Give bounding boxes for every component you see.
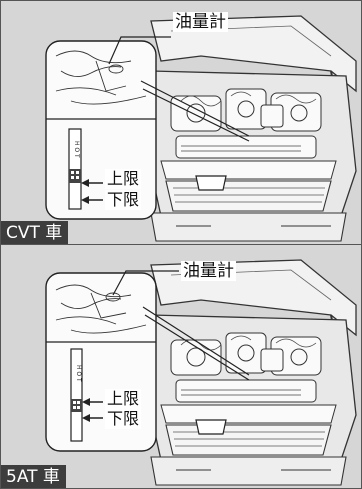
upper-limit-label: 上限 [105, 389, 142, 409]
engine-bay-illustration: H O T [45, 259, 357, 486]
cvt-figure: H O T 油量計 上限 下限 CVT 車 [0, 0, 362, 245]
5at-figure: H O T 油量計 上限 下限 5AT 車 [0, 244, 362, 489]
dipstick-text: H O T [75, 365, 82, 382]
upper-limit-label: 上限 [105, 169, 142, 189]
oil-gauge-callout: 油量計 [173, 12, 228, 32]
engine-bay-illustration: H O T [45, 15, 357, 242]
oil-gauge-callout: 油量計 [181, 261, 236, 281]
vehicle-type-label: 5AT 車 [1, 465, 66, 488]
lower-limit-label: 下限 [105, 409, 142, 429]
vehicle-type-label: CVT 車 [1, 221, 69, 244]
lower-limit-label: 下限 [105, 190, 142, 210]
dipstick-text: H O T [73, 141, 80, 158]
